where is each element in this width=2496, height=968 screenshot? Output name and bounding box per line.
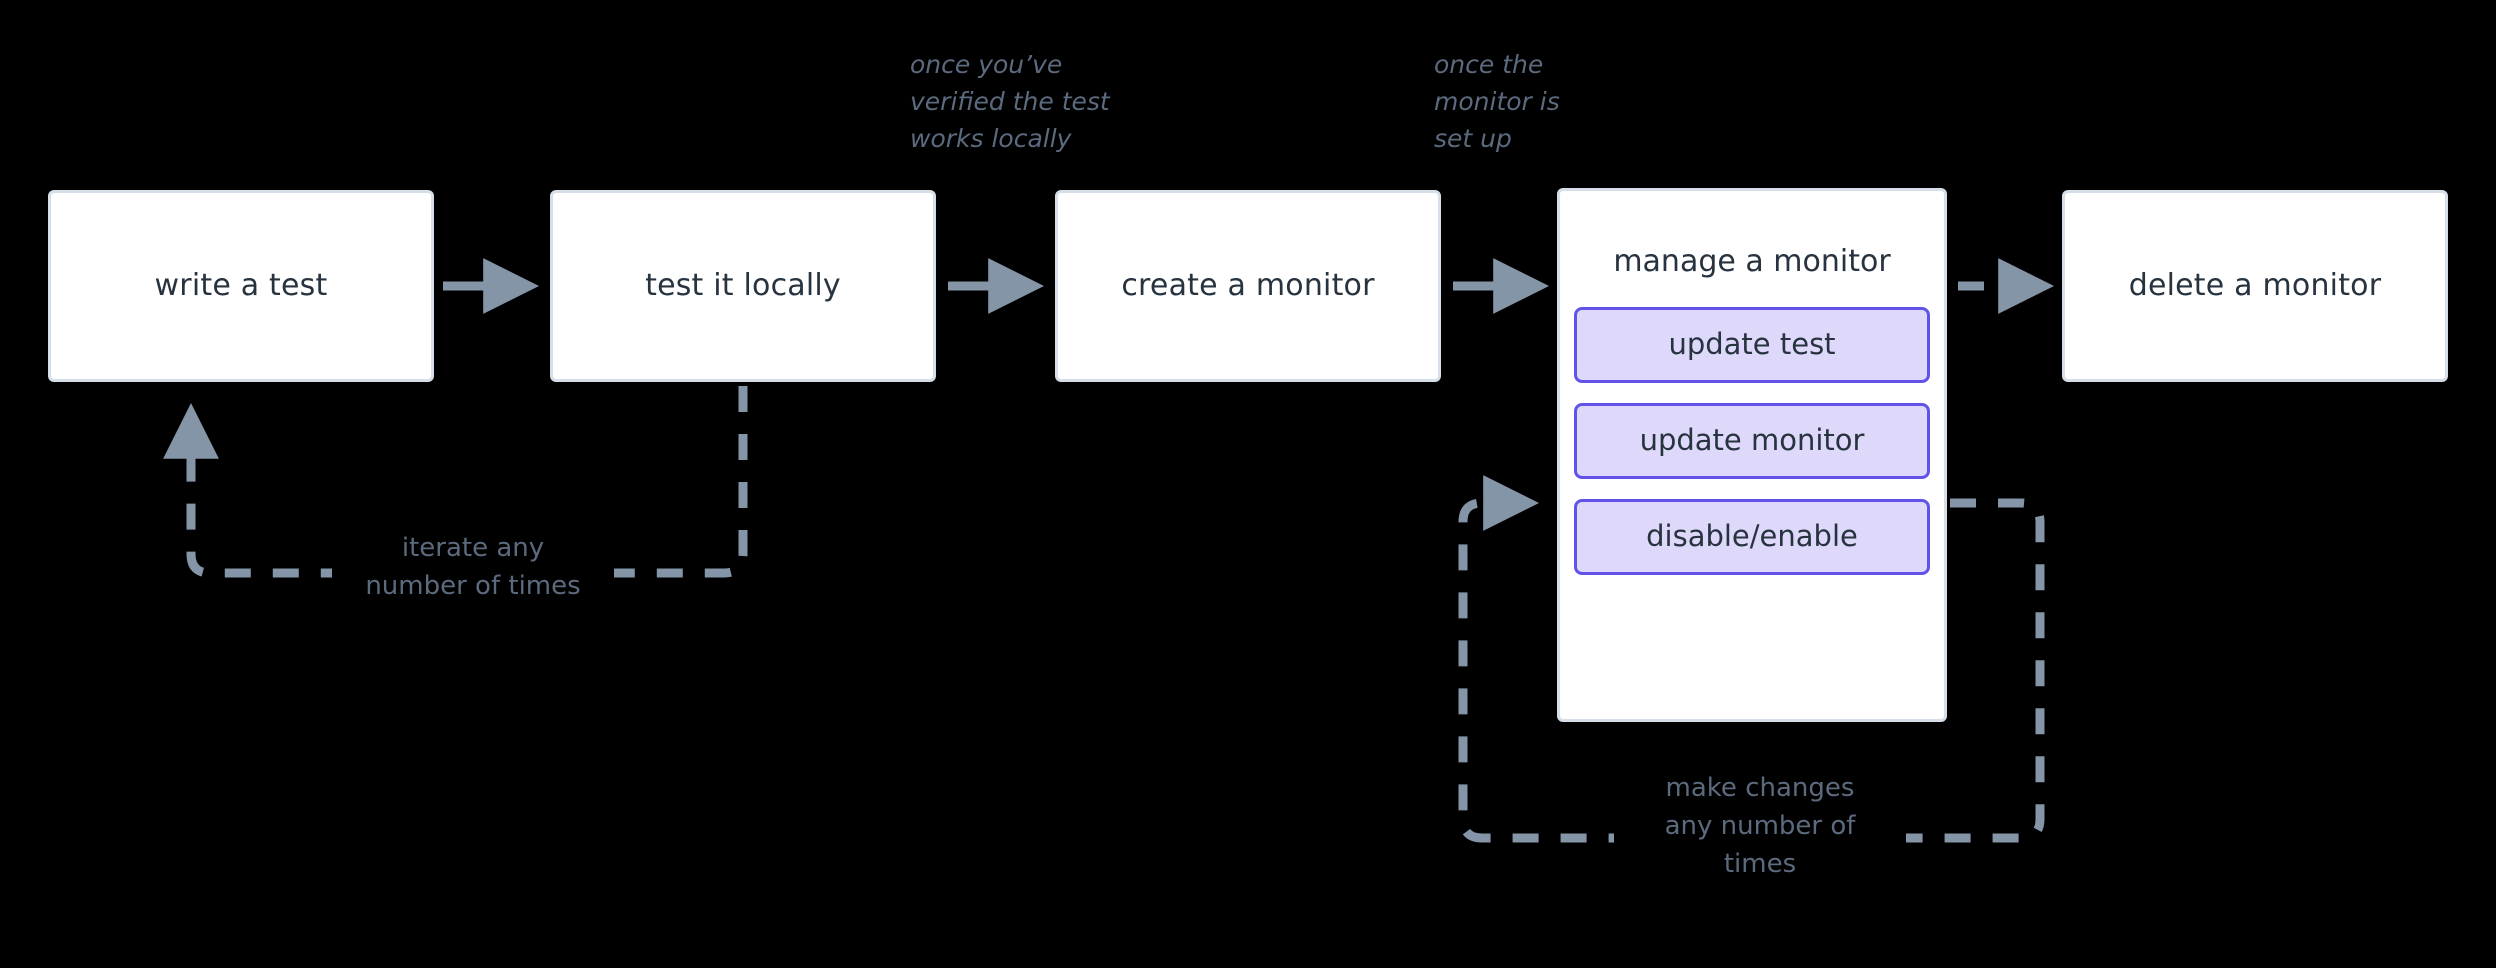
sub-node-update-test[interactable]: update test xyxy=(1574,306,1930,383)
sub-node-disable-enable[interactable]: disable/enable xyxy=(1574,498,1930,575)
node-manage-a-monitor[interactable]: manage a monitor update test update moni… xyxy=(1557,188,1947,722)
node-label-manage-a-monitor: manage a monitor xyxy=(1613,244,1891,279)
node-label-delete-a-monitor: delete a monitor xyxy=(2128,268,2382,304)
node-test-it-locally[interactable]: test it locally xyxy=(550,190,936,382)
sub-node-update-monitor[interactable]: update monitor xyxy=(1574,402,1930,479)
node-delete-a-monitor[interactable]: delete a monitor xyxy=(2062,190,2448,382)
node-label-test-it-locally: test it locally xyxy=(645,268,841,304)
edge-label-iterate-loop: iterate any number of times xyxy=(332,530,614,606)
node-write-a-test[interactable]: write a test xyxy=(48,190,434,382)
edge-label-make-changes-loop: make changes any number of times xyxy=(1614,770,1906,884)
sub-node-label-update-test: update test xyxy=(1668,327,1836,362)
annotation-monitor-set-up: once the monitor is set up xyxy=(1434,50,1560,153)
annotation-verified-test: once you’ve verified the test works loca… xyxy=(910,50,1110,153)
sub-node-label-disable-enable: disable/enable xyxy=(1646,519,1858,554)
node-label-create-a-monitor: create a monitor xyxy=(1121,268,1375,304)
sub-node-label-update-monitor: update monitor xyxy=(1639,423,1865,458)
node-create-a-monitor[interactable]: create a monitor xyxy=(1055,190,1441,382)
node-label-write-a-test: write a test xyxy=(154,268,328,304)
